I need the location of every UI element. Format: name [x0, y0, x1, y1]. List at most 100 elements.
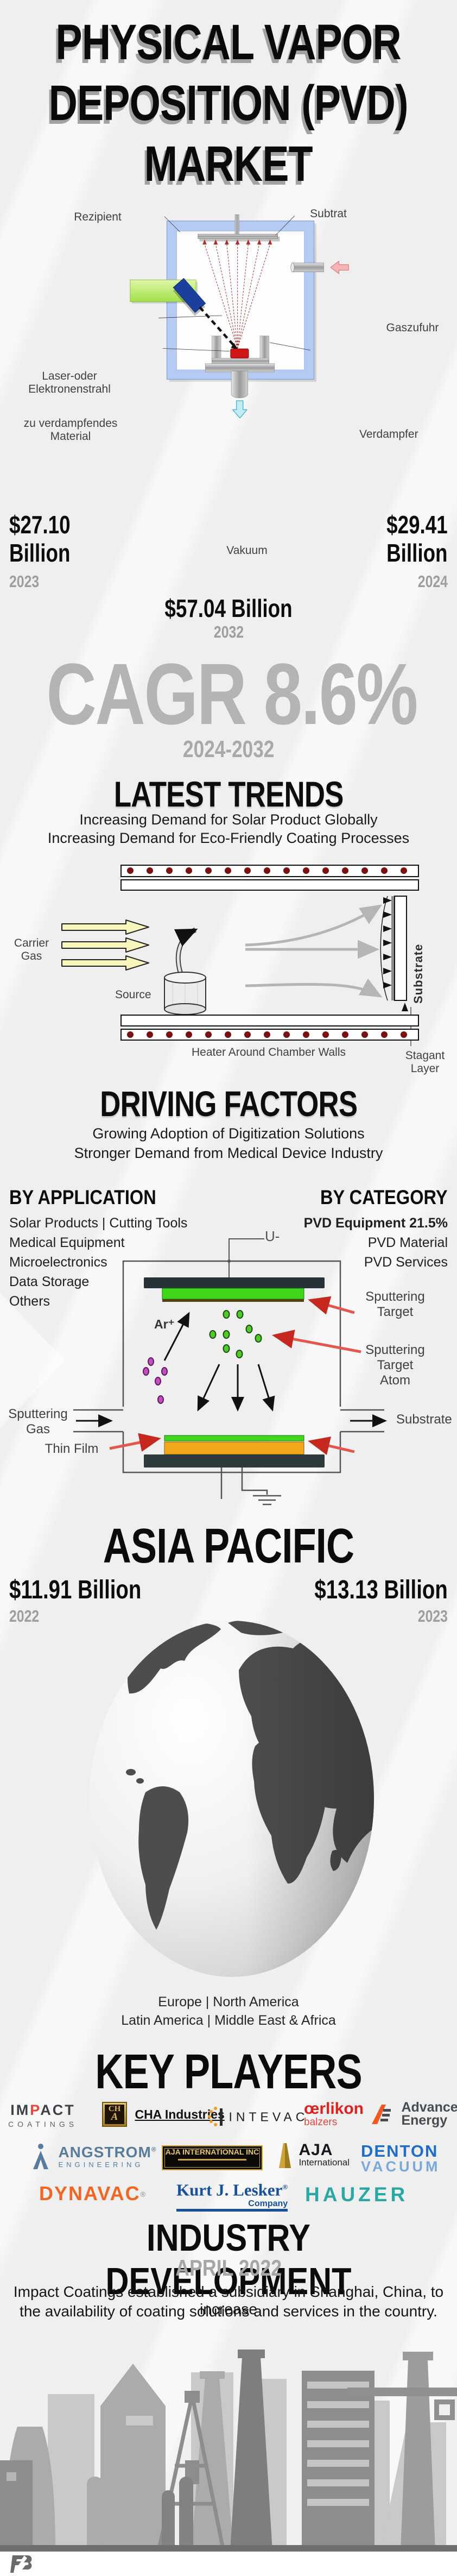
angstrom-icon [33, 2143, 48, 2169]
chevron-watermark [0, 1293, 65, 1428]
market-value-2024: $29.41 Billion [386, 511, 448, 567]
latest-trends-heading: LATEST TRENDS [113, 774, 344, 814]
asia-value-2022: $11.91 Billion [9, 1576, 142, 1604]
application-item: Data Storage [9, 1274, 90, 1289]
sputtering-diagram [0, 1238, 387, 1506]
label-gaszufuhr: Gaszufuhr [386, 322, 439, 334]
by-category: BY CATEGORY PVD Equipment 21.5% PVD Mate… [303, 1186, 448, 1272]
by-application: BY APPLICATION Solar Products | Cutting … [9, 1186, 187, 1311]
label-vakuum: Vakuum [226, 544, 268, 557]
vacuum-port [231, 370, 249, 419]
industry-development-heading: INDUSTRY DEVELOPMENT [105, 2216, 352, 2302]
label-source: Source [115, 988, 151, 1001]
label-bias-voltage: U- [265, 1228, 280, 1244]
label-argon-ion: Ar⁺ [154, 1317, 175, 1331]
substrate-stack [144, 1435, 325, 1467]
source-cylinder [164, 927, 206, 1015]
market-year-2024: 2024 [417, 572, 448, 591]
vapor-arrowheads [202, 239, 272, 245]
regions-line-2: Latin America | Middle East & Africa [121, 2013, 336, 2028]
flow-arrows [245, 904, 383, 998]
label-rezipient: Rezipient [74, 211, 122, 223]
label-subtrat: Subtrat [310, 207, 347, 220]
logo-aja-international-box: AJA INTERNATIONAL INC [162, 2145, 263, 2170]
industry-development-date: APRIL 2022 [175, 2255, 282, 2281]
gas-inlet [290, 260, 349, 274]
industry-development-line-2: the availability of coating solutions an… [20, 2303, 437, 2320]
top-heater-wall [120, 865, 419, 891]
driving-factors-heading: DRIVING FACTORS [99, 1084, 358, 1124]
vacuum-arrow [232, 400, 247, 419]
logo-impact-coatings: IMPACT COATINGS [8, 2102, 78, 2128]
target-atoms [209, 1310, 262, 1358]
argon-ion-arrow [163, 1312, 190, 1361]
pvd-chamber-diagram [130, 215, 349, 419]
logo-hauzer: HAUZER [305, 2183, 409, 2206]
logo-denton-vacuum: DENTON VACUUM [361, 2142, 441, 2175]
fortune-business-insights-logo-icon [10, 2555, 32, 2573]
label-material: zu verdampfendes Material [23, 417, 118, 443]
gas-arrow [330, 260, 349, 274]
industry-development-line-1: Impact Coatings established a subsidiary… [13, 2283, 444, 2317]
cagr-banner: CAGR 8.6% [46, 645, 418, 742]
driver-item-2: Stronger Demand from Medical Device Indu… [74, 1145, 383, 1161]
deposition-arrows [197, 1364, 275, 1412]
application-item: Others [9, 1294, 50, 1309]
label-substrate-vertical: Substrate [411, 943, 425, 1004]
intevac-dots-icon [208, 2107, 223, 2126]
application-item: Microelectronics [9, 1255, 107, 1270]
skyline-front-layer [0, 2350, 457, 2552]
market-forecast-year: 2032 [213, 622, 244, 641]
footer: Copyrights © Fortune Business Insights |… [0, 2552, 457, 2576]
label-sputter-substrate: Substrate [396, 1412, 452, 1427]
label-heater: Heater Around Chamber Walls [191, 1046, 346, 1059]
logo-advanced-energy: AdvancedEnergy [370, 2101, 457, 2127]
market-year-2023: 2023 [9, 572, 40, 591]
title-line-3: MARKET [144, 136, 313, 192]
evaporation-material [230, 348, 249, 358]
asia-value-2023: $13.13 Billion [314, 1576, 448, 1604]
logo-intevac: INTEVAC [208, 2106, 308, 2128]
sputtering-target-assembly [144, 1277, 325, 1302]
logo-dynavac: DYNAVAC® [39, 2182, 146, 2205]
category-item: PVD Services [364, 1255, 448, 1270]
logo-kurt-j-lesker: Kurt J. Lesker®Company [176, 2178, 288, 2212]
ground-symbol [220, 1467, 281, 1506]
advanced-energy-icon [372, 2105, 391, 2124]
substrate-holder [198, 215, 280, 242]
industrial-skyline [0, 2350, 457, 2552]
aja-obelisk-icon [279, 2143, 291, 2168]
bias-wire [228, 1238, 264, 1282]
trend-item-2: Increasing Demand for Eco-Friendly Coati… [47, 830, 410, 846]
asia-year-2023: 2023 [417, 1607, 448, 1626]
application-item: Solar Products | Cutting Tools [9, 1215, 188, 1231]
coating-process-diagram [61, 865, 419, 1046]
title-line-2: DEPOSITION (PVD) [49, 75, 409, 131]
by-category-heading: BY CATEGORY [320, 1186, 448, 1208]
key-players-heading: KEY PLAYERS [95, 2045, 362, 2099]
category-item: PVD Material [367, 1235, 448, 1250]
label-verdampfer: Verdampfer [359, 428, 418, 440]
asia-pacific-heading: ASIA PACIFIC [103, 1519, 354, 1573]
regions-line-1: Europe | North America [158, 1994, 299, 2010]
globe-illustration [90, 1621, 374, 1977]
logo-oerlikon-balzers: œrlikon balzers [304, 2100, 364, 2128]
page-title: PHYSICAL VAPOR DEPOSITION (PVD) MARKET [0, 12, 457, 194]
asia-year-2022: 2022 [9, 1607, 40, 1626]
title-line-1: PHYSICAL VAPOR [55, 15, 402, 70]
trend-item-1: Increasing Demand for Solar Product Glob… [79, 811, 378, 828]
label-pointer-lines [158, 216, 310, 352]
evaporator-crucible [205, 336, 275, 373]
electron-beam [199, 306, 238, 350]
sputter-chamber-outline [73, 1238, 384, 1473]
vapor-flux-arrows [204, 244, 271, 349]
skyline-ground-strip [0, 2545, 457, 2552]
label-laser: Laser-oder Elektronenstrahl [28, 370, 111, 395]
